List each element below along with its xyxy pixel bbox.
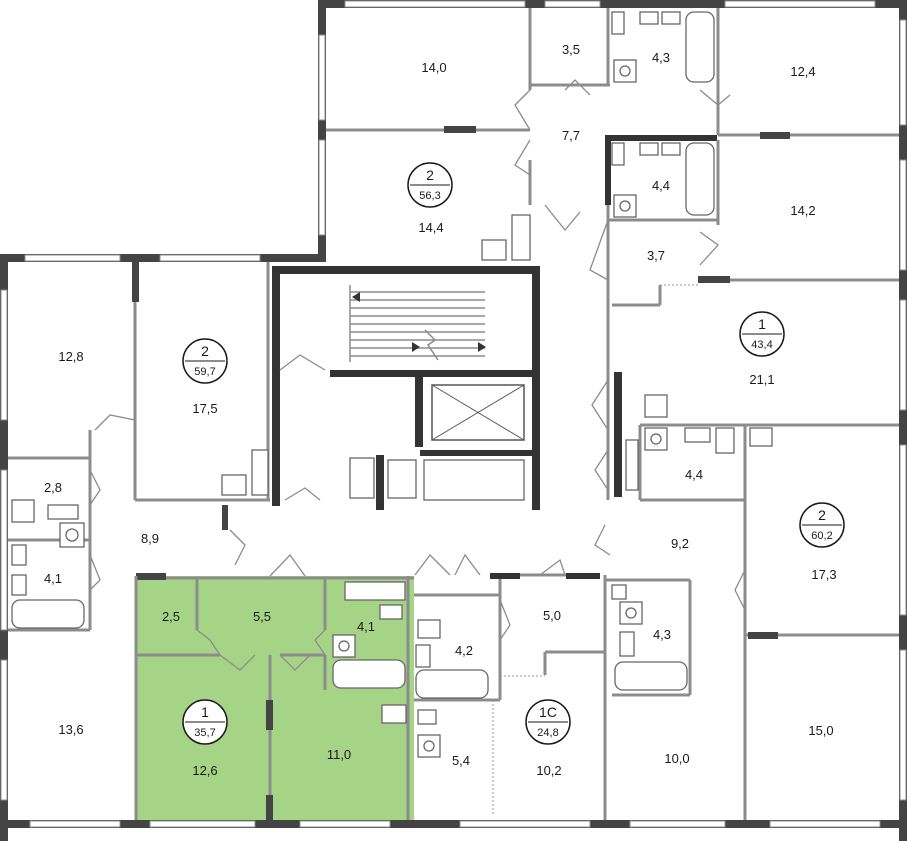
room-area: 17,3 bbox=[811, 567, 836, 582]
room-area: 4,4 bbox=[652, 178, 670, 193]
room-area: 4,3 bbox=[653, 627, 671, 642]
apartment-rooms: 2 bbox=[201, 343, 209, 359]
bathroom-fixtures bbox=[11, 11, 773, 758]
apartment-area: 35,7 bbox=[194, 727, 215, 739]
room-area: 5,4 bbox=[452, 753, 470, 768]
apartment-rooms: 1С bbox=[539, 704, 557, 720]
apartment-rooms: 1 bbox=[758, 316, 766, 332]
room-area: 3,7 bbox=[647, 248, 665, 263]
room-area: 15,0 bbox=[808, 723, 833, 738]
room-area: 13,6 bbox=[58, 722, 83, 737]
room-area: 9,2 bbox=[671, 536, 689, 551]
elevator bbox=[431, 384, 525, 441]
apartment-badge-2-right[interactable]: 2 60,2 bbox=[799, 502, 845, 548]
room-area: 14,4 bbox=[418, 220, 443, 235]
room-area: 4,4 bbox=[685, 467, 703, 482]
apartment-badge-1-highlight[interactable]: 1 35,7 bbox=[182, 699, 228, 745]
room-area: 12,8 bbox=[58, 349, 83, 364]
apartment-area: 59,7 bbox=[194, 366, 215, 378]
apartment-rooms: 2 bbox=[426, 167, 434, 183]
apartment-badge-2-top[interactable]: 2 56,3 bbox=[407, 162, 453, 208]
apartment-badge-1c[interactable]: 1С 24,8 bbox=[525, 699, 571, 745]
room-area: 4,3 bbox=[652, 50, 670, 65]
room-area: 7,7 bbox=[562, 128, 580, 143]
doors bbox=[89, 79, 746, 671]
room-area: 14,2 bbox=[790, 203, 815, 218]
room-area: 11,0 bbox=[327, 747, 351, 762]
apartment-rooms: 1 bbox=[201, 704, 209, 720]
apartment-rooms: 2 bbox=[818, 507, 826, 523]
room-area: 5,0 bbox=[543, 608, 561, 623]
stair-steps bbox=[349, 285, 486, 362]
room-area: 12,4 bbox=[790, 64, 815, 79]
room-area: 2,8 bbox=[44, 480, 62, 495]
apartment-area: 43,4 bbox=[751, 339, 772, 351]
apartment-badge-2-left[interactable]: 2 59,7 bbox=[182, 338, 228, 384]
apartment-badges: 2 56,3 2 59,7 1 43,4 2 60,2 1 35,7 bbox=[182, 162, 845, 745]
room-area: 17,5 bbox=[192, 401, 217, 416]
room-area: 12,6 bbox=[192, 763, 217, 778]
room-area: 4,1 bbox=[357, 619, 375, 634]
room-area: 3,5 bbox=[562, 42, 580, 57]
room-area: 14,0 bbox=[421, 60, 446, 75]
room-area: 10,0 bbox=[664, 751, 689, 766]
apartment-area: 24,8 bbox=[537, 727, 558, 739]
room-area: 21,1 bbox=[749, 372, 774, 387]
room-area: 4,1 bbox=[44, 571, 62, 586]
stair-core bbox=[272, 266, 540, 510]
room-area: 10,2 bbox=[536, 763, 561, 778]
room-area: 2,5 bbox=[162, 609, 180, 624]
apartment-badge-1-right[interactable]: 1 43,4 bbox=[739, 311, 785, 357]
room-area: 5,5 bbox=[253, 609, 271, 624]
apartment-area: 60,2 bbox=[811, 530, 832, 542]
apartment-area: 56,3 bbox=[419, 190, 440, 202]
room-labels: 14,0 3,5 4,3 12,4 7,7 14,4 4,4 14,2 3,7 … bbox=[44, 42, 837, 778]
room-area: 4,2 bbox=[455, 643, 473, 658]
room-area: 8,9 bbox=[141, 531, 159, 546]
